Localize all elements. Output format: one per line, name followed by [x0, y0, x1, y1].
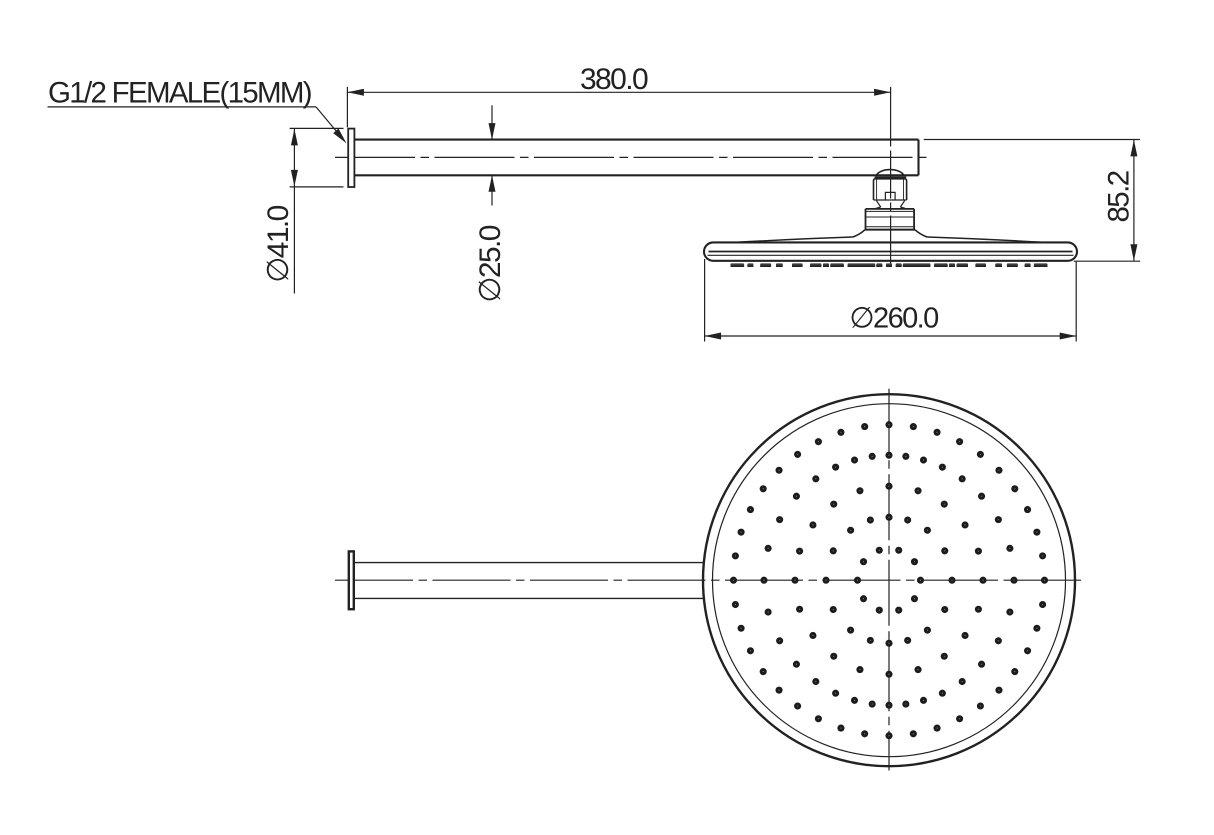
svg-text:∅260.0: ∅260.0 — [849, 302, 938, 334]
svg-text:380.0: 380.0 — [580, 63, 648, 96]
svg-text:G1/2 FEMALE(15MM): G1/2 FEMALE(15MM) — [48, 76, 311, 109]
svg-text:∅41.0: ∅41.0 — [262, 205, 295, 282]
svg-text:85.2: 85.2 — [1103, 171, 1136, 222]
svg-text:∅25.0: ∅25.0 — [474, 225, 507, 302]
